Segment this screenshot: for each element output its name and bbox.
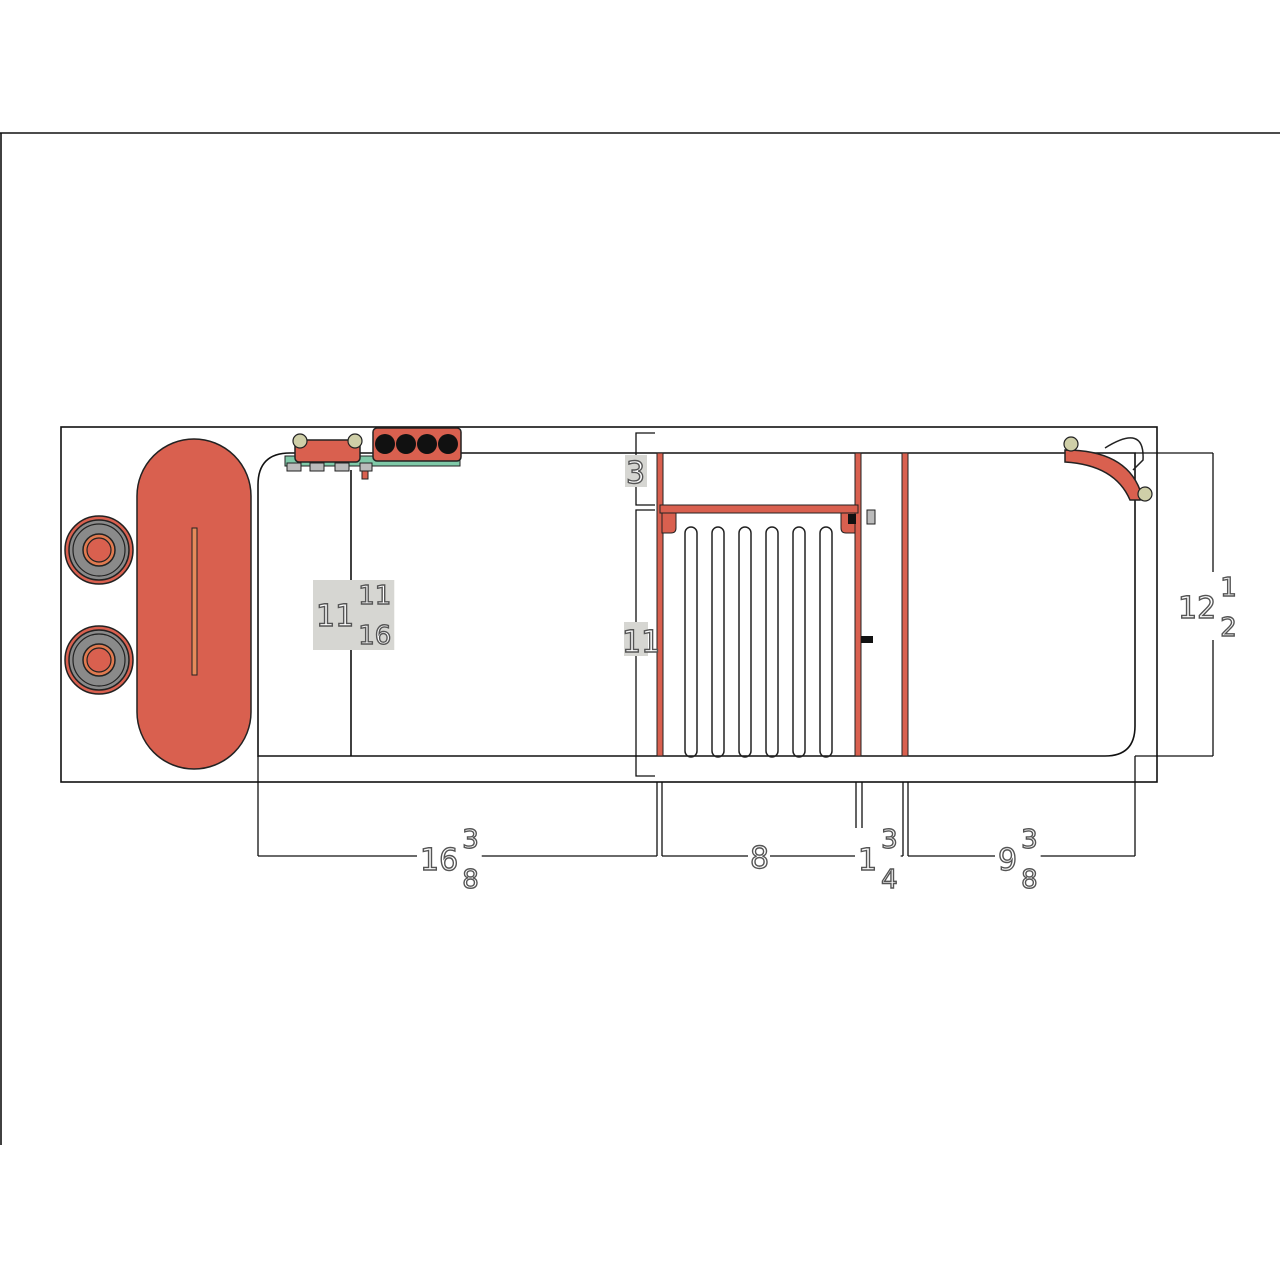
- svg-text:12: 12: [1178, 591, 1216, 626]
- return-pipe-bracket: [1063, 436, 1153, 502]
- svg-text:4: 4: [881, 865, 898, 895]
- svg-text:8: 8: [1021, 865, 1038, 895]
- svg-text:2: 2: [1220, 613, 1237, 643]
- dim-label-16-3-8: 16 3 8: [417, 824, 482, 896]
- svg-text:3: 3: [881, 825, 898, 855]
- svg-text:8: 8: [462, 865, 479, 895]
- dim-label-8: 8: [748, 840, 770, 877]
- baffle-bubble-trap: [901, 452, 909, 757]
- bulkhead-fittings: [284, 433, 461, 480]
- svg-text:3: 3: [1021, 825, 1038, 855]
- dimension-lines: [257, 432, 1214, 857]
- filter-roller: [659, 504, 876, 758]
- svg-text:3: 3: [462, 825, 479, 855]
- pump-top: [64, 515, 134, 585]
- dim-label-3: 3: [625, 455, 647, 492]
- dim-label-12-1-2: 12 1 2: [1175, 572, 1240, 644]
- svg-text:8: 8: [750, 841, 769, 876]
- filter-sock-holder: [372, 427, 462, 462]
- pump-bottom: [64, 625, 134, 695]
- svg-text:11: 11: [358, 581, 391, 611]
- dim-label-11: 11: [621, 622, 661, 661]
- svg-text:11: 11: [316, 599, 354, 634]
- svg-text:16: 16: [358, 621, 391, 651]
- svg-text:11: 11: [622, 625, 660, 660]
- dim-label-9-3-8: 9 3 8: [995, 824, 1041, 896]
- svg-text:3: 3: [626, 456, 645, 491]
- svg-text:16: 16: [420, 843, 458, 878]
- sump-tank: [60, 426, 1158, 783]
- dim-label-11-11-16: 11 11 16: [313, 580, 395, 652]
- svg-text:1: 1: [858, 843, 877, 878]
- svg-text:9: 9: [998, 843, 1017, 878]
- dim-label-1-3-4: 1 3 4: [855, 824, 901, 896]
- baffle-filter-left: [656, 452, 664, 757]
- svg-text:1: 1: [1220, 573, 1237, 603]
- baffle-filter-right: [854, 452, 862, 757]
- reactor-slot: [191, 527, 198, 676]
